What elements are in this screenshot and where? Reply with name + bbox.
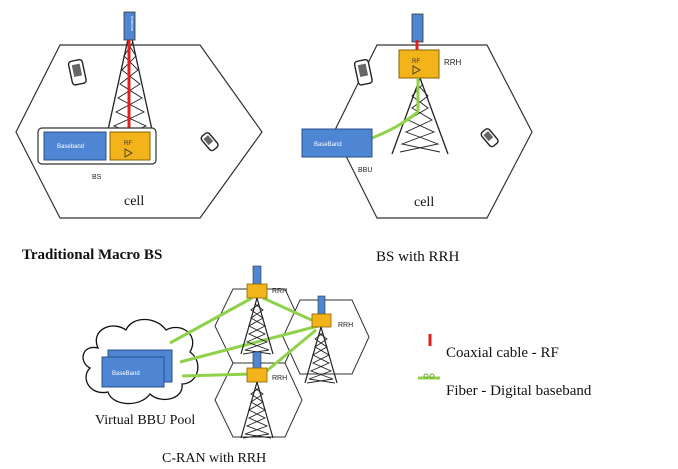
bbu-box xyxy=(301,128,373,158)
rf-label: RF xyxy=(124,141,132,147)
rrh-label: RRH xyxy=(444,58,462,67)
cell-label: cell xyxy=(414,195,434,210)
traditional-bs-panel: Antenna Baseband RF BS cell Traditional … xyxy=(15,11,263,263)
coax-legend-label: Coaxial cable - RF xyxy=(446,345,559,361)
rrh-tower-icon xyxy=(240,265,274,355)
cran-caption: C-RAN with RRH xyxy=(162,451,266,466)
base-station-box xyxy=(37,127,157,165)
cell-label: cell xyxy=(124,194,144,209)
rrh-tower-icon xyxy=(240,351,274,439)
fiber-link xyxy=(371,110,419,140)
phone-icon xyxy=(67,58,87,86)
mobile-phone-icon xyxy=(480,128,499,148)
baseband-label: BaseBand xyxy=(314,142,342,148)
rf-label: RF xyxy=(412,59,420,65)
antenna-label: Antenna xyxy=(130,16,135,32)
rrh-label: RRH xyxy=(272,375,287,382)
rrh-box xyxy=(398,49,440,79)
rrh-caption: BS with RRH xyxy=(376,249,460,265)
cell-hexagon xyxy=(214,362,303,438)
amplifier-icon xyxy=(124,148,133,158)
antenna-icon: Antenna xyxy=(123,11,136,41)
bbu-pool-cloud xyxy=(82,318,199,405)
cell-hexagon xyxy=(282,299,370,375)
rrh-label: RRH xyxy=(338,322,353,329)
baseband-label: BaseBand xyxy=(112,371,140,377)
rrh-label: RRH xyxy=(272,288,287,295)
bbu-pool-label: Virtual BBU Pool xyxy=(95,413,195,428)
rrh-tower-icon xyxy=(304,295,338,384)
amplifier-icon xyxy=(412,65,421,75)
traditional-caption: Traditional Macro BS xyxy=(22,247,162,263)
bs-with-rrh-panel: RF RRH BaseBand BBU cell BS with RRH xyxy=(301,13,533,265)
fiber-links xyxy=(169,296,319,378)
baseband-label: Baseband xyxy=(57,144,84,150)
fiber-legend-label: Fiber - Digital baseband xyxy=(446,383,592,399)
fiber-legend-swatch xyxy=(418,373,440,380)
cran-panel: BaseBand RRH RRH RRH Virtu xyxy=(82,265,370,466)
mobile-phone-icon xyxy=(200,132,219,152)
phone-icon xyxy=(353,58,373,86)
bs-label: BS xyxy=(92,174,102,181)
legend: Coaxial cable - RF Fiber - Digital baseb… xyxy=(418,334,592,399)
bbu-label: BBU xyxy=(358,167,372,174)
antenna-icon xyxy=(411,13,424,43)
